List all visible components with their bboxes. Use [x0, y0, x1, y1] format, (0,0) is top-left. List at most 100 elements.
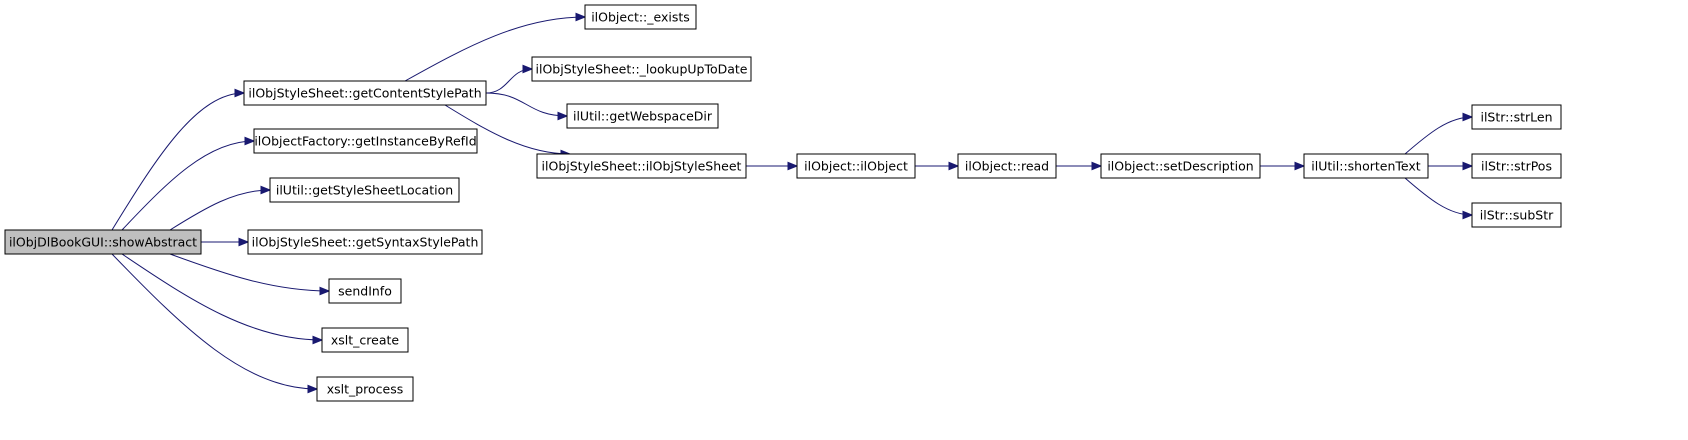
edge-line — [485, 68, 533, 94]
edge-line — [485, 92, 568, 117]
edge-root-to-xslt-create — [121, 253, 324, 345]
edge-line — [404, 16, 586, 82]
node-getinstancebyrefid[interactable]: ilObjectFactory::getInstanceByRefId — [253, 128, 478, 154]
call-edges — [111, 12, 1474, 394]
arrow-head-icon — [319, 286, 331, 296]
node-label: ilObjStyleSheet::_lookupUpToDate — [536, 62, 748, 77]
node-label: ilUtil::getStyleSheetLocation — [276, 183, 453, 198]
edge-root-to-getsyntaxstylepath — [200, 237, 250, 247]
function-nodes: ilObjDlBookGUI::showAbstract ilObjStyleSh… — [4, 4, 1562, 402]
edge-line — [1404, 177, 1473, 216]
node-label: ilObjDlBookGUI::showAbstract — [9, 235, 197, 250]
node-label: ilObjectFactory::getInstanceByRefId — [254, 134, 476, 149]
node-label: ilObjStyleSheet::getContentStylePath — [248, 86, 481, 101]
node-strpos[interactable]: ilStr::strPos — [1471, 153, 1562, 179]
arrow-head-icon — [260, 185, 272, 195]
edge-shortentext-to-strlen — [1404, 112, 1474, 155]
edge-line — [111, 92, 245, 231]
edge-line — [111, 253, 318, 390]
node-label: ilObject::_exists — [591, 10, 690, 25]
edge-root-to-getinstancebyrefid — [121, 136, 256, 231]
node-box — [1471, 202, 1562, 228]
node-label: sendInfo — [338, 284, 392, 299]
node-sendinfo[interactable]: sendInfo — [328, 278, 402, 304]
arrow-head-icon — [312, 335, 324, 345]
node-box — [566, 103, 719, 129]
node-box — [269, 177, 460, 203]
node-label: xslt_process — [327, 382, 404, 397]
edge-line — [444, 104, 571, 155]
node-box — [247, 229, 483, 255]
arrow-head-icon — [234, 88, 246, 98]
node-box — [1303, 153, 1429, 179]
node-box — [1471, 153, 1562, 179]
edge-read-to-setdescription — [1056, 161, 1103, 171]
node-strlen[interactable]: ilStr::strLen — [1471, 104, 1562, 130]
node-label: ilObjStyleSheet::getSyntaxStylePath — [252, 235, 479, 250]
node-shortentext[interactable]: ilUtil::shortenText — [1303, 153, 1429, 179]
node-label: ilUtil::shortenText — [1311, 159, 1420, 174]
node-label: ilStr::subStr — [1480, 208, 1554, 223]
node-box — [243, 80, 487, 106]
node-box — [328, 278, 402, 304]
node-box — [536, 153, 747, 179]
arrow-head-icon — [557, 111, 569, 121]
arrow-head-icon — [575, 12, 587, 22]
edge-root-to-xslt-process — [111, 253, 319, 394]
edge-getcontentstylepath-to-exists — [404, 12, 587, 82]
edge-line — [121, 140, 255, 231]
node-box — [316, 376, 414, 402]
node-xslt-process[interactable]: xslt_process — [316, 376, 414, 402]
node-getcontentstylepath[interactable]: ilObjStyleSheet::getContentStylePath — [243, 80, 487, 106]
node-xslt-create[interactable]: xslt_create — [321, 327, 409, 353]
arrow-head-icon — [1294, 161, 1306, 171]
node-label: ilObject::read — [965, 159, 1049, 174]
arrow-head-icon — [787, 161, 799, 171]
edge-getcontentstylepath-to-lookupuptodate — [485, 64, 534, 94]
arrow-head-icon — [244, 136, 256, 146]
node-ilobject[interactable]: ilObject::ilObject — [796, 153, 916, 179]
edge-line — [169, 189, 271, 231]
edge-line — [1404, 116, 1473, 155]
edge-shortentext-to-substr — [1404, 177, 1474, 220]
edge-ilobject-to-read — [915, 161, 960, 171]
node-getstylesheetlocation[interactable]: ilUtil::getStyleSheetLocation — [269, 177, 460, 203]
node-label: ilObject::setDescription — [1107, 159, 1253, 174]
node-getwebspacedir[interactable]: ilUtil::getWebspaceDir — [566, 103, 719, 129]
node-box — [531, 56, 752, 82]
edge-setdescription-to-shortentext — [1260, 161, 1306, 171]
node-box — [321, 327, 409, 353]
arrow-head-icon — [1462, 210, 1474, 220]
arrow-head-icon — [307, 384, 319, 394]
arrow-head-icon — [522, 64, 534, 74]
edge-ilobjstylesheet-to-ilobject — [746, 161, 799, 171]
arrow-head-icon — [948, 161, 960, 171]
edge-shortentext-to-strpos — [1428, 161, 1474, 171]
node-box — [584, 4, 697, 30]
node-root[interactable]: ilObjDlBookGUI::showAbstract — [4, 229, 202, 255]
edge-line — [121, 253, 323, 341]
node-getsyntaxstylepath[interactable]: ilObjStyleSheet::getSyntaxStylePath — [247, 229, 483, 255]
edge-root-to-getstylesheetlocation — [169, 185, 272, 231]
node-box — [1471, 104, 1562, 130]
arrow-head-icon — [238, 237, 250, 247]
node-label: ilStr::strPos — [1481, 159, 1552, 174]
node-lookupuptodate[interactable]: ilObjStyleSheet::_lookupUpToDate — [531, 56, 752, 82]
arrow-head-icon — [1462, 161, 1474, 171]
node-label: ilObject::ilObject — [804, 159, 908, 174]
node-exists[interactable]: ilObject::_exists — [584, 4, 697, 30]
node-box — [253, 128, 478, 154]
node-setdescription[interactable]: ilObject::setDescription — [1100, 153, 1261, 179]
edge-root-to-getcontentstylepath — [111, 88, 246, 231]
edge-root-to-sendinfo — [169, 253, 331, 296]
node-substr[interactable]: ilStr::subStr — [1471, 202, 1562, 228]
arrow-head-icon — [1091, 161, 1103, 171]
node-label: ilStr::strLen — [1480, 110, 1552, 125]
edge-line — [169, 253, 330, 292]
node-ilobjstylesheet[interactable]: ilObjStyleSheet::ilObjStyleSheet — [536, 153, 747, 179]
node-box — [796, 153, 916, 179]
node-read[interactable]: ilObject::read — [957, 153, 1057, 179]
node-box — [4, 229, 202, 255]
node-label: ilObjStyleSheet::ilObjStyleSheet — [542, 159, 742, 174]
